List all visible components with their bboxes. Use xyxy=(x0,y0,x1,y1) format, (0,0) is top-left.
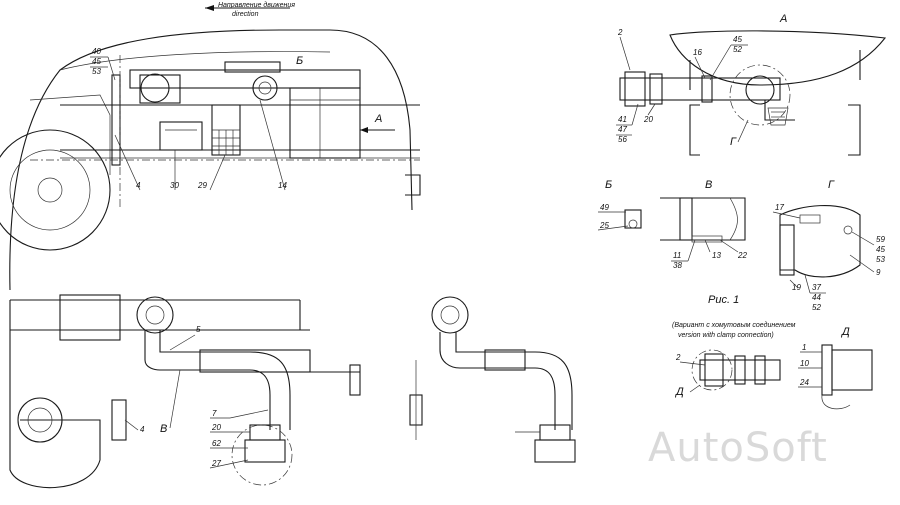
detail-b: Б 49 25 xyxy=(597,179,642,231)
callout-2: 2 xyxy=(617,28,623,37)
variant-caption-ru: (Вариант с хомутовым соединением xyxy=(672,321,796,329)
callout-38: 38 xyxy=(673,261,682,270)
callout-41: 41 xyxy=(618,115,627,124)
view-b-marker: Б xyxy=(296,55,303,67)
variant-caption-en: version with clamp connection) xyxy=(678,332,774,339)
callout-11: 11 xyxy=(673,251,681,260)
callout-40: 40 xyxy=(92,47,101,56)
callout-59: 59 xyxy=(876,235,885,244)
detail-b-title: Б xyxy=(605,179,612,191)
callout-45b: 45 xyxy=(733,35,742,44)
callout-14: 14 xyxy=(278,181,287,190)
callout-5: 5 xyxy=(196,325,201,334)
view-v-marker: В xyxy=(160,423,167,435)
figure-caption: Рис. 1 xyxy=(708,294,739,306)
view-d-marker: Д xyxy=(674,386,684,398)
callout-45: 45 xyxy=(92,57,101,66)
callout-20: 20 xyxy=(643,115,653,124)
callout-53: 53 xyxy=(92,67,101,76)
callout-53b: 53 xyxy=(876,255,885,264)
callout-4b: 4 xyxy=(140,425,145,434)
callout-24: 24 xyxy=(799,378,809,387)
callout-7: 7 xyxy=(212,409,217,418)
detail-d-title: Д xyxy=(840,326,850,338)
callout-52b: 52 xyxy=(812,303,821,312)
callout-56: 56 xyxy=(618,135,627,144)
callout-52: 52 xyxy=(733,45,742,54)
callout-30: 30 xyxy=(170,181,179,190)
direction-label-ru: Направление движения xyxy=(218,1,295,9)
view-a-marker: А xyxy=(374,113,382,125)
callout-47: 47 xyxy=(618,125,627,134)
view-a-title: А xyxy=(779,13,787,25)
detail-g-title: Г xyxy=(828,179,835,191)
callout-22: 22 xyxy=(737,251,747,260)
direction-label-en: direction xyxy=(232,11,259,18)
callout-49: 49 xyxy=(600,203,609,212)
callout-17: 17 xyxy=(775,203,784,212)
callout-29: 29 xyxy=(197,181,207,190)
callout-37: 37 xyxy=(812,283,821,292)
callout-16: 16 xyxy=(693,48,702,57)
callout-10: 10 xyxy=(800,359,809,368)
callout-13: 13 xyxy=(712,251,721,260)
view-g-marker: Г xyxy=(730,136,737,148)
callout-45c: 45 xyxy=(876,245,885,254)
detail-v: В 11 38 13 22 xyxy=(660,179,747,270)
alt-plan-view xyxy=(409,296,576,463)
callout-62: 62 xyxy=(212,439,221,448)
detail-v-title: В xyxy=(705,179,712,191)
detail-d: Д 1 10 24 xyxy=(798,326,873,410)
callout-9: 9 xyxy=(876,268,881,277)
callout-4: 4 xyxy=(136,181,141,190)
clamp-variant-view: 2 Д xyxy=(674,349,781,398)
callout-1: 1 xyxy=(802,343,806,352)
callout-25: 25 xyxy=(599,221,609,230)
callout-20b: 20 xyxy=(211,423,221,432)
plan-view: 5 В 4 7 20 62 27 xyxy=(9,294,361,489)
callout-44: 44 xyxy=(812,293,821,302)
callout-19: 19 xyxy=(792,283,801,292)
autosoft-watermark: AutoSoft xyxy=(648,425,828,471)
detail-g: Г 17 59 45 53 9 19 37 44 52 xyxy=(772,179,885,312)
callout-2b: 2 xyxy=(675,353,681,362)
callout-27: 27 xyxy=(211,459,221,468)
view-a: А Г 2 16 45 52 41 47 56 20 xyxy=(616,13,887,156)
main-side-view: Направление движения direction xyxy=(0,1,421,291)
